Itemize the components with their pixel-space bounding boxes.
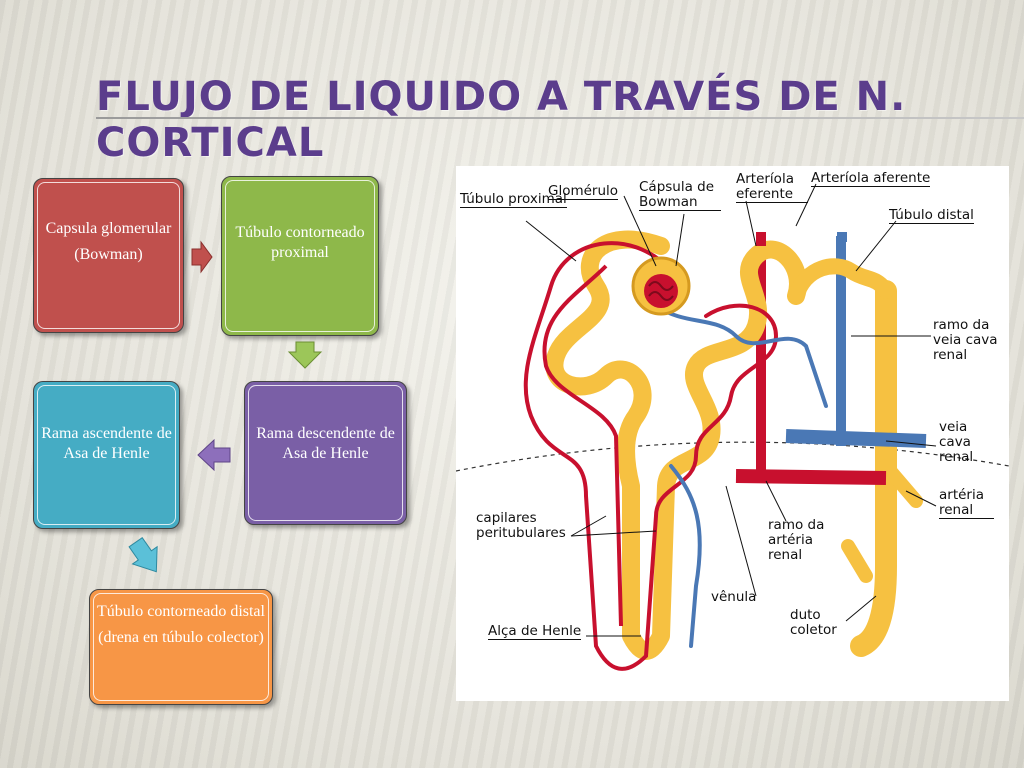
flow-box-capsula-subtext: (Bowman) [74,246,143,263]
flow-box-tubulo-distal-text: Túbulo contorneado distal [97,603,265,620]
label-tubulo-proximal: Túbulo proximal [460,191,567,208]
arrow-left-icon [197,438,231,472]
label-arteriola-aferente: Arteríola aferente [811,170,931,187]
flow-box-capsula[interactable]: Capsula glomerular (Bowman) [33,178,184,333]
flow-box-rama-descendente-text: Rama descendente de Asa de Henle [256,425,395,462]
arrow-down-icon [128,536,158,573]
label-arteria-renal: artéria renal [939,488,994,519]
flow-box-rama-ascendente[interactable]: Rama ascendente de Asa de Henle [33,381,180,529]
flow-box-rama-ascendente-text: Rama ascendente de Asa de Henle [41,425,172,462]
label-ramo-arteria: ramo da artéria renal [768,517,825,563]
nephron-diagram: Túbulo proximal Glomérulo Cápsula de Bow… [456,166,1009,701]
flow-box-rama-descendente[interactable]: Rama descendente de Asa de Henle [244,381,407,525]
label-capilares: capilares peritubulares [476,510,566,541]
flow-box-tubulo-distal-subtext: (drena en túbulo colector) [98,629,264,646]
label-arteriola-eferente: Arteríola eferente [736,172,808,203]
label-venula: vênula [711,589,757,605]
label-duto-coletor: duto coletor [790,607,837,638]
arrow-right-icon [191,240,213,274]
slide-title: Flujo de liquido a través de N. cortical [96,74,907,166]
flow-box-tubulo-distal[interactable]: Túbulo contorneado distal (drena en túbu… [89,589,273,705]
flow-box-tubulo-proximal[interactable]: Túbulo contorneado proximal [221,176,379,336]
title-divider [96,117,1024,119]
label-veia-cava: veia cava renal [939,419,974,465]
label-glomerulo: Glomérulo [548,183,619,200]
label-alca-henle: Alça de Henle [488,623,582,640]
nephron-illustration [456,183,1009,671]
label-ramo-veia: ramo da veia cava renal [933,317,998,363]
label-capsula-bowman: Cápsula de Bowman [639,180,721,211]
flow-box-tubulo-proximal-text: Túbulo contorneado proximal [235,224,365,261]
flow-box-capsula-text: Capsula glomerular [45,220,172,237]
label-tubulo-distal: Túbulo distal [889,207,974,224]
arrow-down-icon [287,341,323,369]
